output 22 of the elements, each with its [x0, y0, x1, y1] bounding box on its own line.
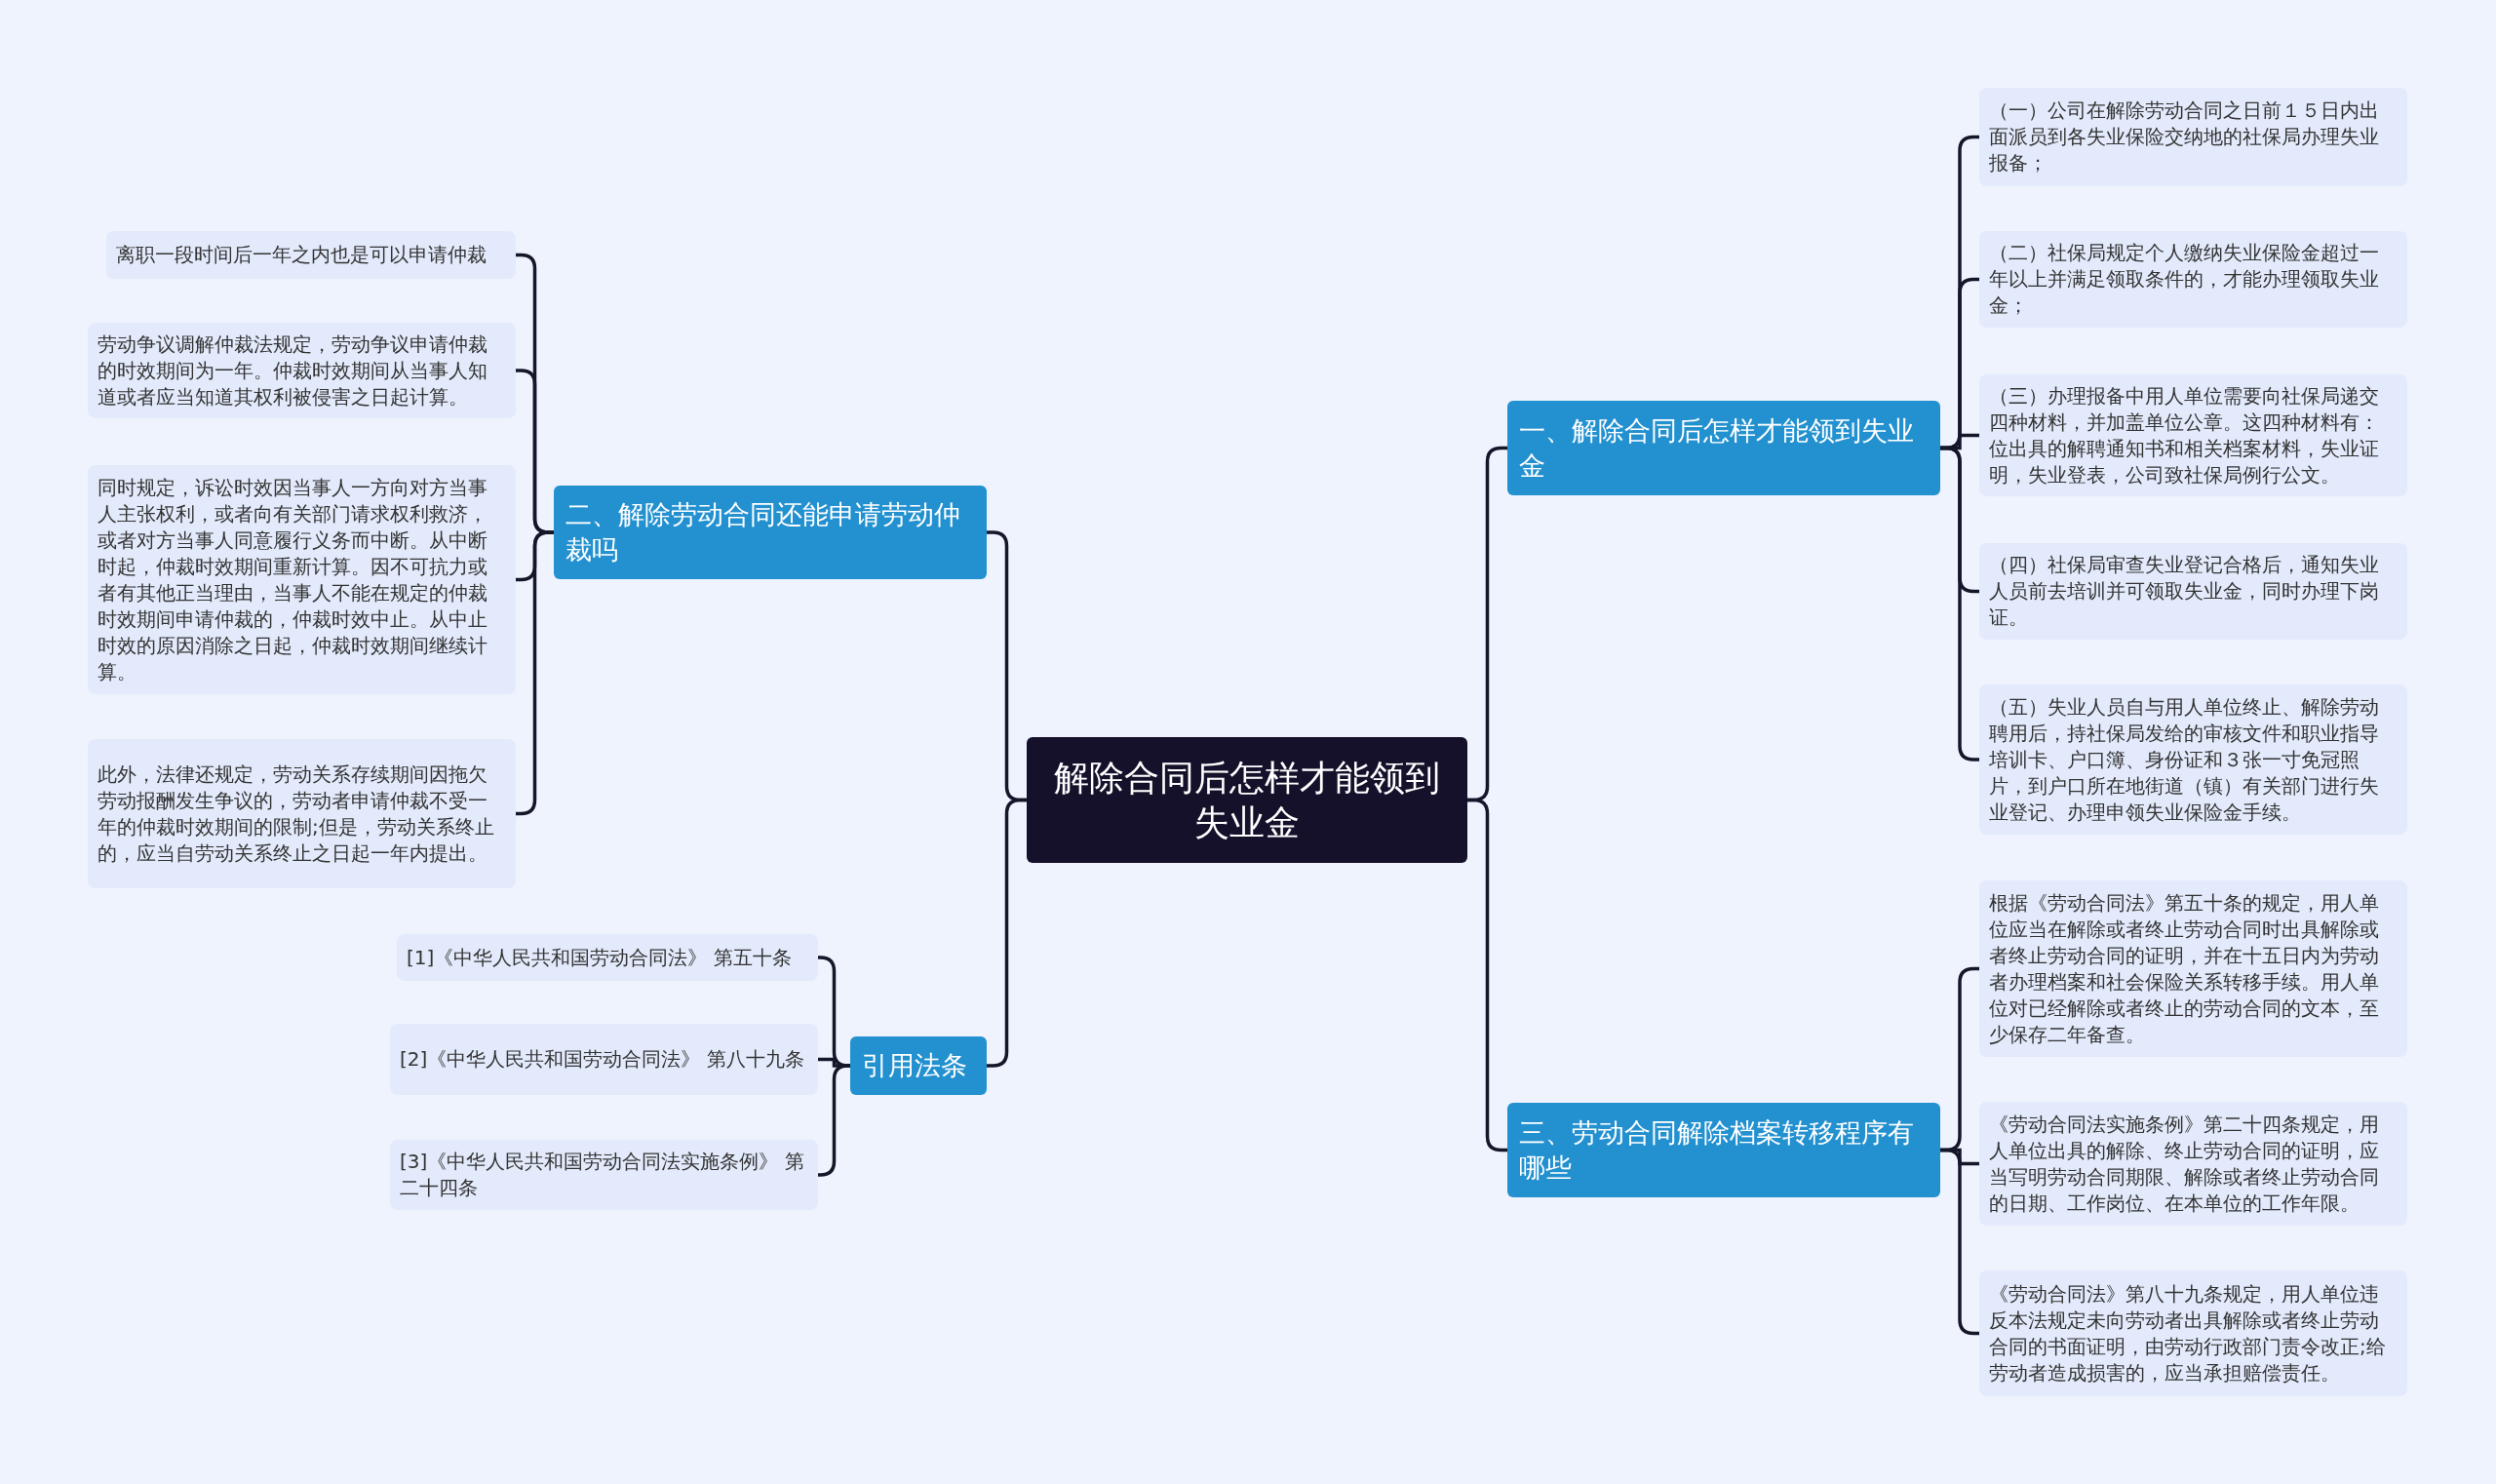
note-box: （四）社保局审查失业登记合格后，通知失业人员前去培训并可领取失业金，同时办理下岗证。	[1979, 543, 2407, 640]
note-box: [1]《中华人民共和国劳动合同法》 第五十条	[397, 934, 818, 981]
note-box: 此外，法律还规定，劳动关系存续期间因拖欠劳动报酬发生争议的，劳动者申请仲裁不受一年的仲裁时效期间的限制;但是，劳动关系终止的，应当自劳动关系终止之日起一年内提出。	[88, 739, 516, 888]
note-box: [3]《中华人民共和国劳动合同法实施条例》 第二十四条	[390, 1140, 818, 1210]
topic-box: 一、解除合同后怎样才能领到失业金	[1507, 401, 1940, 495]
connector-line	[987, 798, 1027, 1068]
note-box: （五）失业人员自与用人单位终止、解除劳动聘用后，持社保局发给的审核文件和职业指导培训卡、户口簿、身份证和３张一寸免冠照片，到户口所在地街道（镇）有关部门进行失业登记、办理申领失业保险金手续。	[1979, 684, 2407, 835]
note-box: 劳动争议调解仲裁法规定，劳动争议申请仲裁的时效期间为一年。仲裁时效期间从当事人知道或者应当知道其权利被侵害之日起计算。	[88, 323, 516, 418]
note-box: 《劳动合同法》第八十九条规定，用人单位违反本法规定未向劳动者出具解除或者终止劳动合同的书面证明，由劳动行政部门责令改正;给劳动者造成损害的，应当承担赔偿责任。	[1979, 1270, 2407, 1396]
note-box: 离职一段时间后一年之内也是可以申请仲裁	[106, 231, 516, 279]
note-box: （三）办理报备中用人单位需要向社保局递交四种材料，并加盖单位公章。这四种材料有：位出具的解聘通知书和相关档案材料，失业证明，失业登表，公司致社保局例行公文。	[1979, 374, 2407, 496]
topic-box: 二、解除劳动合同还能申请劳动仲裁吗	[554, 486, 987, 579]
note-box: 《劳动合同法实施条例》第二十四条规定，用人单位出具的解除、终止劳动合同的证明，应当写明劳动合同期限、解除或者终止劳动合同的日期、工作岗位、在本单位的工作年限。	[1979, 1102, 2407, 1226]
note-box: 根据《劳动合同法》第五十条的规定，用人单位应当在解除或者终止劳动合同时出具解除或者终止劳动合同的证明，并在十五日内为劳动者办理档案和社会保险关系转移手续。用人单位对已经解除或者终止的劳动合同的文本，至少保存二年备查。	[1979, 880, 2407, 1057]
central-topic-box: 解除合同后怎样才能领到失业金	[1027, 737, 1467, 863]
note-box: （一）公司在解除劳动合同之日前１５日内出面派员到各失业保险交纳地的社保局办理失业报备；	[1979, 88, 2407, 186]
note-box: 同时规定，诉讼时效因当事人一方向对方当事人主张权利，或者向有关部门请求权利救济，或者对方当事人同意履行义务而中断。从中断时起，仲裁时效期间重新计算。因不可抗力或者有其他正当理由，当事人不能在规定的仲裁时效期间申请仲裁的，仲裁时效中止。从中止时效的原因消除之日起，仲裁时效期间继续计算。	[88, 465, 516, 694]
note-box: （二）社保局规定个人缴纳失业保险金超过一年以上并满足领取条件的，才能办理领取失业金；	[1979, 231, 2407, 328]
note-box: [2]《中华人民共和国劳动合同法》 第八十九条	[390, 1024, 818, 1095]
topic-box: 引用法条	[850, 1036, 987, 1095]
topic-box: 三、劳动合同解除档案转移程序有哪些	[1507, 1103, 1940, 1197]
connector-line	[1467, 798, 1507, 1152]
